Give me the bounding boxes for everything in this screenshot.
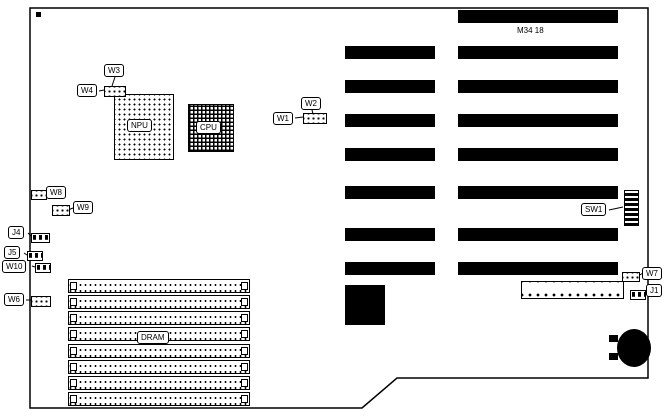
header-label-j1: J1: [646, 284, 663, 297]
jumper-w7: [622, 272, 640, 282]
jumper-label-w3: W3: [104, 64, 124, 77]
dram-label: DRAM: [137, 331, 169, 344]
jumper-w8: [31, 190, 47, 200]
expansion-slot-long-4: [458, 114, 618, 127]
jumper-w6: [31, 296, 51, 307]
npu-label: NPU: [127, 119, 152, 132]
expansion-slot-short-5: [345, 186, 435, 199]
expansion-slot-short-3: [345, 114, 435, 127]
expansion-slot-long-7: [458, 228, 618, 241]
header-w10: [35, 263, 51, 273]
jumper-label-w9: W9: [73, 201, 93, 214]
simm-socket-7: [68, 376, 250, 390]
jumper-label-w7: W7: [642, 267, 662, 280]
expansion-slot-long-3: [458, 80, 618, 93]
cpu-label: CPU: [196, 121, 221, 134]
pin-connector-strip: [521, 281, 624, 299]
dip-switch-sw1: [624, 190, 639, 226]
header-label-j4: J4: [8, 226, 25, 239]
simm-socket-1: [68, 279, 250, 293]
expansion-slot-short-1: [345, 46, 435, 59]
model-text: M34 18: [517, 26, 544, 35]
expansion-slot-long-2: [458, 46, 618, 59]
jumper-w3-w4: [104, 86, 126, 97]
jumper-label-w8: W8: [46, 186, 66, 199]
expansion-slot-long-8: [458, 262, 618, 275]
simm-socket-6: [68, 360, 250, 374]
jumper-label-w2: W2: [301, 97, 321, 110]
header-label-j5: J5: [4, 246, 21, 259]
simm-socket-2: [68, 295, 250, 309]
simm-socket-8: [68, 392, 250, 406]
expansion-slot-short-2: [345, 80, 435, 93]
board-edge: [29, 7, 649, 409]
simm-socket-3: [68, 311, 250, 325]
jumper-w1-w2: [303, 113, 327, 124]
header-j5: [27, 251, 43, 261]
header-j4: [31, 233, 50, 243]
asic-chip: [345, 285, 385, 325]
keyboard-connector-pin: [609, 335, 618, 342]
expansion-slot-short-4: [345, 148, 435, 161]
header-j1: [630, 290, 646, 300]
jumper-label-w4: W4: [77, 84, 97, 97]
keyboard-din-connector: [617, 329, 651, 367]
expansion-slot-short-7: [345, 262, 435, 275]
jumper-label-w6: W6: [4, 293, 24, 306]
simm-socket-5: [68, 344, 250, 358]
mounting-hole: [36, 12, 41, 17]
expansion-slot-long-6: [458, 186, 618, 199]
jumper-label-w10: W10: [2, 260, 27, 273]
jumper-w9: [52, 205, 70, 216]
expansion-slot-long-5: [458, 148, 618, 161]
jumper-label-w1: W1: [273, 112, 293, 125]
switch-label-sw1: SW1: [581, 203, 607, 216]
expansion-slot-short-6: [345, 228, 435, 241]
keyboard-connector-pin: [609, 353, 618, 360]
expansion-slot-long-1: [458, 10, 618, 23]
